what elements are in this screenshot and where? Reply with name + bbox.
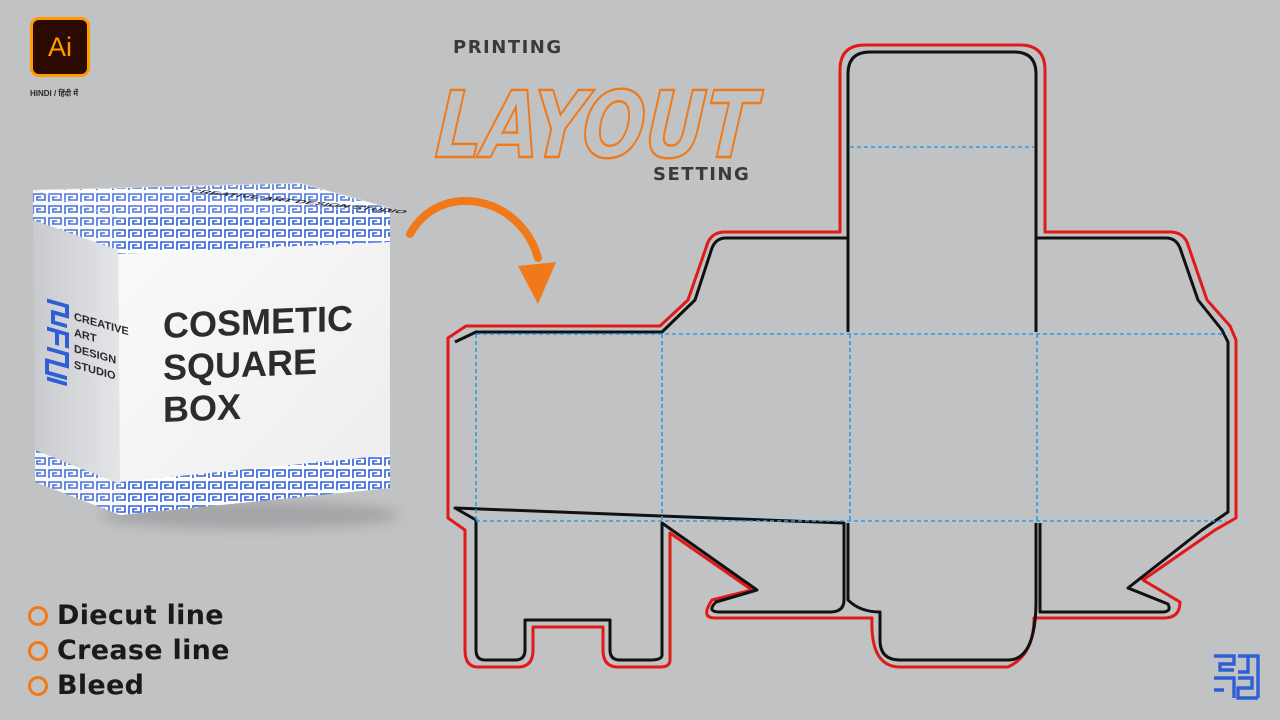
- title-kicker: PRINTING: [453, 37, 563, 58]
- legend-circle-icon: [28, 605, 48, 626]
- box-front-face: [118, 208, 390, 515]
- box-mockup: CREATIVE ART DESIGN STUDIO COSMETIC SQUA…: [32, 182, 410, 529]
- ai-logo-label: Ai: [47, 31, 72, 62]
- title-trailer: SETTING: [653, 164, 750, 185]
- box-front-line-3: BOX: [163, 386, 241, 430]
- legend-item-crease: Crease line: [28, 633, 230, 668]
- box-front-line-2: SQUARE: [163, 341, 317, 388]
- box-left-face: [33, 190, 120, 515]
- diecut-outline: [453, 50, 1230, 662]
- crease-lines: [475, 146, 1226, 522]
- dieline-diagram: [446, 43, 1238, 669]
- studio-logo-icon: [1214, 654, 1260, 700]
- legend-circle-icon: [28, 640, 48, 661]
- language-label: HINDI / हिंदी में: [30, 89, 79, 98]
- diecut-inner-lines: [846, 238, 1038, 600]
- box-front-line-1: COSMETIC: [163, 297, 353, 346]
- legend-label-bleed: Bleed: [57, 670, 145, 701]
- legend-label-diecut: Diecut line: [57, 600, 224, 631]
- arrow-icon: [406, 196, 556, 304]
- studio-logo-icon: [45, 298, 69, 387]
- ai-logo-icon: Ai: [30, 17, 90, 77]
- legend-label-crease: Crease line: [57, 635, 230, 666]
- bleed-outline: [446, 43, 1238, 669]
- legend: Diecut line Crease line Bleed: [28, 598, 230, 703]
- legend-circle-icon: [28, 675, 48, 696]
- title-main: LAYOUT: [432, 72, 764, 179]
- legend-item-bleed: Bleed: [28, 668, 230, 703]
- legend-item-diecut: Diecut line: [28, 598, 230, 633]
